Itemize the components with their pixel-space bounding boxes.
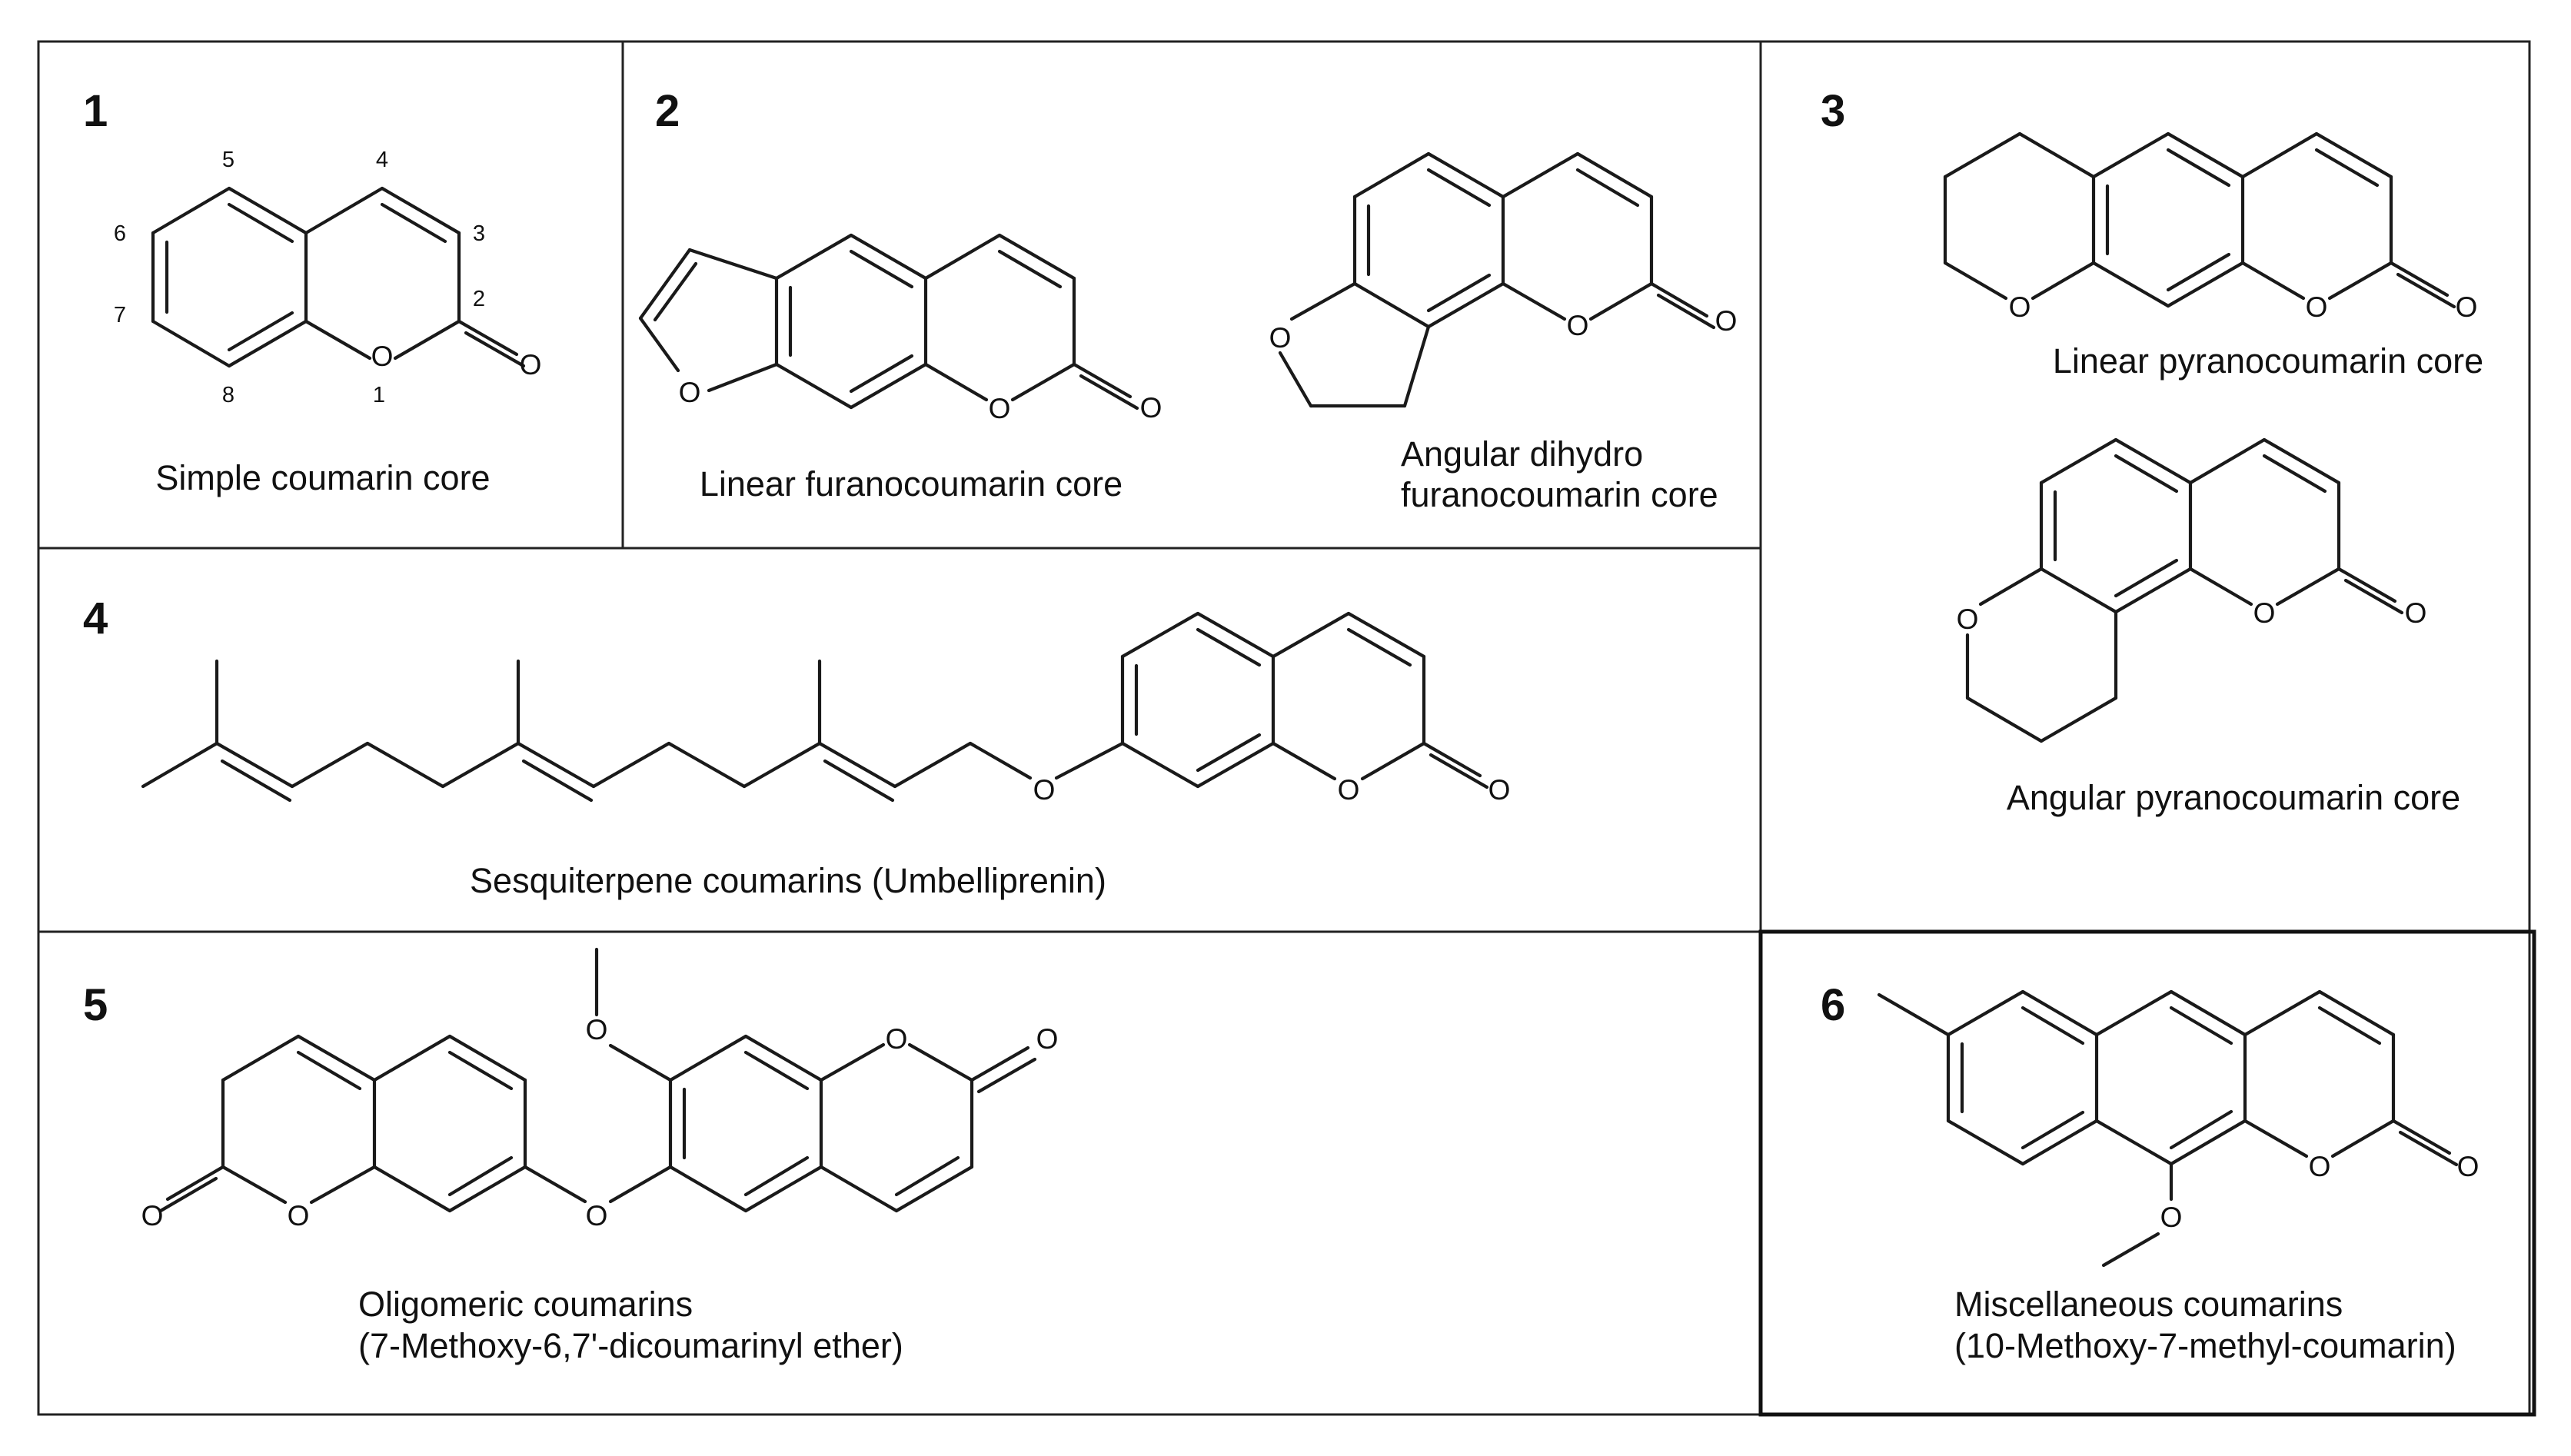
caption-simple-coumarin: Simple coumarin core [155, 458, 490, 497]
caption-miscellaneous-line1: Miscellaneous coumarins [1954, 1285, 2343, 1324]
panel-1-number: 1 [83, 86, 108, 136]
position-label-5: 5 [222, 148, 234, 172]
panel-3-number: 3 [1821, 86, 1845, 136]
atom-o4-ring: O [1338, 774, 1360, 806]
atom-o2a-carbonyl: O [1140, 392, 1162, 424]
position-label-4: 4 [376, 148, 388, 172]
atom-o5-methoxy: O [586, 1014, 608, 1045]
atom-o2b-carbonyl: O [1715, 305, 1738, 337]
position-label-3: 3 [473, 221, 485, 246]
panel-6-frame [1758, 929, 2536, 1417]
panel-frames [37, 40, 2536, 1417]
atom-o4-carbonyl: O [1488, 774, 1511, 806]
methoxy-methyl-coumarin-structure [1877, 989, 2459, 1268]
position-label-6: 6 [114, 221, 126, 246]
linear-pyranocoumarin-structure [1943, 131, 2456, 309]
outer-frame [37, 40, 2531, 1416]
atom-o3b-ring: O [2253, 597, 2276, 629]
atom-o5-ring-left: O [288, 1200, 310, 1232]
simple-coumarin-structure [151, 186, 526, 368]
atom-o3a-pyran: O [2009, 291, 2031, 323]
caption-linear-pyranocoumarin: Linear pyranocoumarin core [2053, 341, 2483, 381]
atom-o5-ether: O [586, 1200, 608, 1232]
caption-umbelliprenin: Sesquiterpene coumarins (Umbelliprenin) [470, 861, 1106, 900]
caption-miscellaneous-line2: (10-Methoxy-7-methyl-coumarin) [1954, 1326, 2456, 1365]
position-label-7: 7 [114, 303, 126, 327]
caption-angular-dihydro-line1: Angular dihydro [1401, 434, 1643, 474]
panel-4-number: 4 [83, 593, 108, 643]
angular-dihydrofuranocoumarin-structure [1278, 151, 1716, 408]
atom-o6-methoxy: O [2160, 1202, 2183, 1233]
atom-o6-carbonyl: O [2457, 1151, 2480, 1182]
atom-o3a-ring: O [2306, 291, 2328, 323]
atom-o3b-carbonyl: O [2405, 597, 2427, 629]
atom-o1-carbonyl: O [520, 349, 542, 381]
atom-o4-ether: O [1033, 774, 1056, 806]
atom-o6-ring: O [2309, 1151, 2331, 1182]
umbelliprenin-structure [141, 611, 1489, 803]
panel-6-number: 6 [1821, 980, 1845, 1030]
caption-angular-pyranocoumarin: Angular pyranocoumarin core [2007, 778, 2460, 817]
caption-oligomeric-line2: (7-Methoxy-6,7'-dicoumarinyl ether) [358, 1326, 903, 1365]
position-label-2: 2 [473, 287, 485, 311]
angular-pyranocoumarin-structure [1965, 437, 2404, 743]
atom-o3a-carbonyl: O [2456, 291, 2478, 323]
atom-o2b-ring: O [1567, 310, 1589, 341]
linear-furanocoumarin-structure [638, 233, 1139, 411]
caption-angular-dihydro-line2: furanocoumarin core [1401, 475, 1718, 514]
panel-2-number: 2 [655, 86, 680, 136]
atom-o2a-ring: O [989, 393, 1011, 424]
atom-o1-ring: O [371, 341, 394, 372]
dicoumarinyl-ether-structure [158, 947, 1037, 1213]
caption-linear-furanocoumarin: Linear furanocoumarin core [700, 464, 1123, 504]
position-label-8: 8 [222, 383, 234, 407]
atom-o2b-furan: O [1269, 322, 1292, 354]
panel-5-number: 5 [83, 980, 108, 1030]
atom-o5-carbonyl-left: O [141, 1200, 164, 1232]
position-label-1: 1 [373, 383, 385, 407]
atom-o5-carbonyl-right: O [1036, 1023, 1059, 1055]
caption-oligomeric-line1: Oligomeric coumarins [358, 1285, 693, 1324]
atom-o5-ring-right: O [886, 1023, 908, 1055]
atom-o2a-furan: O [679, 377, 701, 408]
atom-o3b-pyran: O [1957, 603, 1979, 635]
